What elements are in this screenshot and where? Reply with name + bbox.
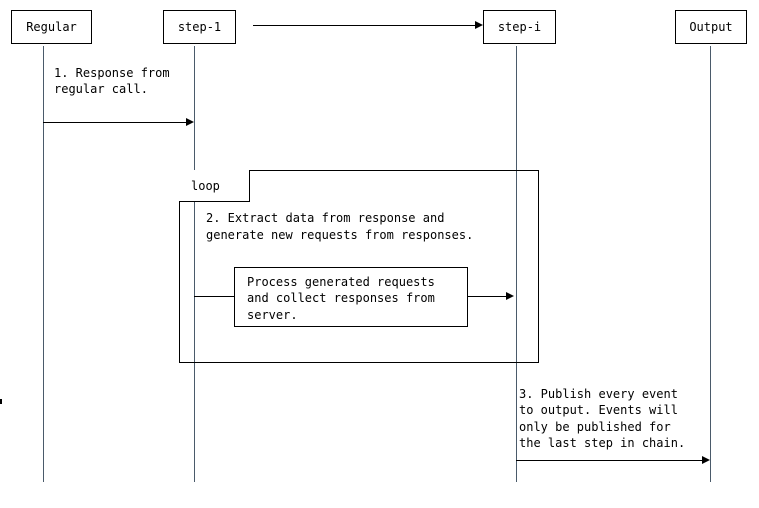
participant-box-step-i[interactable]: step-i [483, 10, 556, 44]
loop-fragment-frame [179, 170, 539, 363]
message-label-3-line-1: 3. Publish every event [519, 387, 678, 401]
message-note-box-2[interactable] [234, 267, 468, 327]
participant-box-output[interactable]: Output [675, 10, 747, 44]
loop-fragment-text-line-2: generate new requests from responses. [206, 228, 474, 242]
message-label-3-line-2: to output. Events will [519, 403, 678, 417]
message-line-2-left [194, 296, 234, 297]
loop-fragment-operator-label: loop [191, 178, 220, 193]
message-label-2-line-1: Process generated requests [247, 275, 435, 289]
message-line-1 [43, 122, 188, 123]
message-arrowhead-ellipsis [475, 21, 483, 29]
participant-box-regular[interactable]: Regular [11, 10, 92, 44]
participant-label-output: Output [689, 20, 733, 34]
message-label-1-line-1: 1. Response from [54, 66, 170, 80]
message-line-ellipsis [253, 25, 477, 26]
canvas-edge-artifact [0, 399, 2, 404]
message-label-3-line-4: the last step in chain. [519, 436, 686, 450]
message-line-2-right [468, 296, 508, 297]
participant-box-step-1[interactable]: step-1 [163, 10, 236, 44]
participant-label-step-i: step-i [497, 20, 542, 34]
lifeline-step-i [516, 46, 517, 482]
message-label-3-line-3: only be published for [519, 420, 671, 434]
message-line-3 [516, 460, 704, 461]
message-arrowhead-2 [506, 292, 514, 300]
message-label-1-line-2: regular call. [54, 82, 148, 96]
message-arrowhead-3 [702, 456, 710, 464]
lifeline-regular [43, 46, 44, 482]
message-arrowhead-1 [186, 118, 194, 126]
loop-fragment-operator-tab: loop [179, 170, 250, 202]
participant-label-regular: Regular [26, 20, 77, 34]
lifeline-output [710, 46, 711, 482]
loop-fragment-text-line-1: 2. Extract data from response and [206, 211, 445, 225]
message-label-2-line-3: server. [247, 308, 298, 322]
lifeline-step-1 [194, 46, 195, 482]
participant-label-step-1: step-1 [177, 20, 222, 34]
message-label-2-line-2: and collect responses from [247, 291, 435, 305]
